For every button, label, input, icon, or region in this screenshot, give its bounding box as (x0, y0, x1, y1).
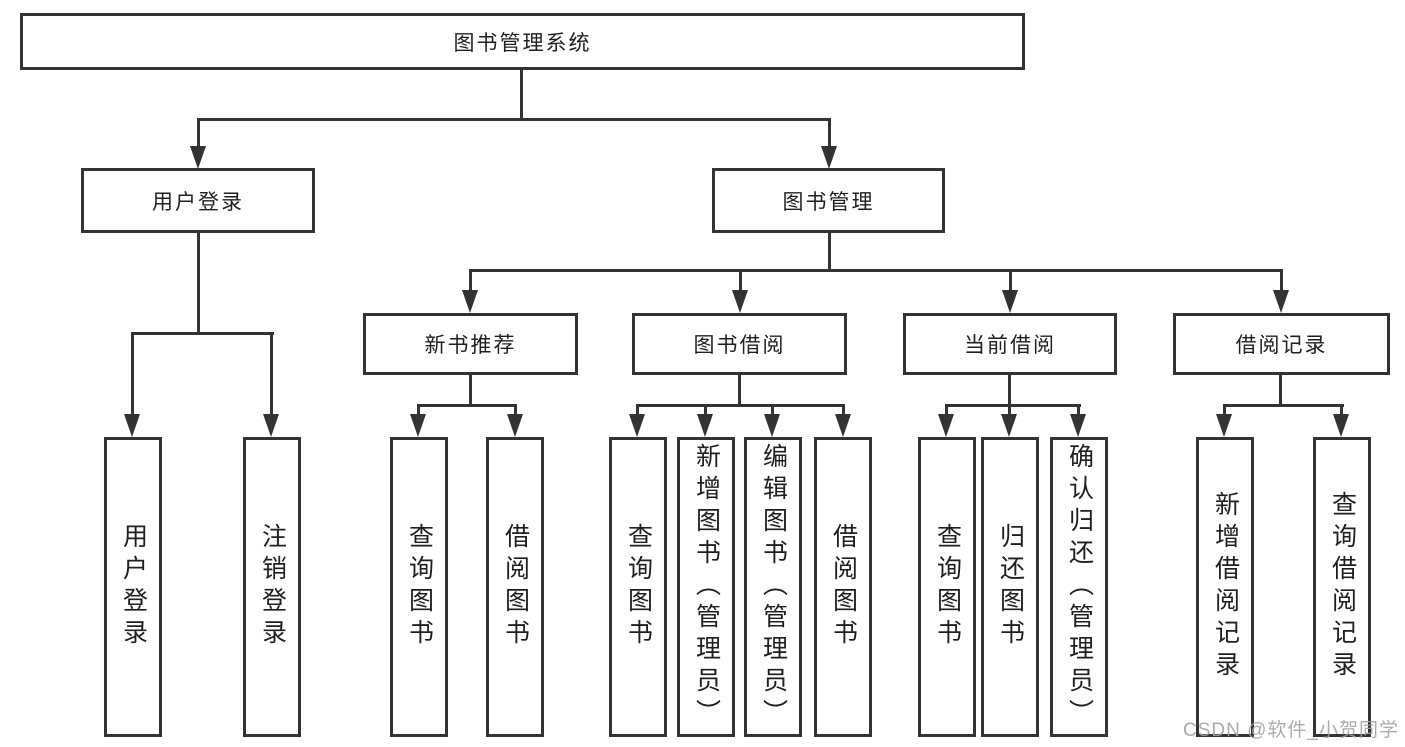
arrow-down-icon (629, 414, 645, 437)
leaf-borrow-books-recommend: 借阅图书 (486, 437, 544, 737)
connector-vline (1009, 269, 1012, 292)
connector-vline (469, 373, 472, 407)
arrow-down-icon (697, 414, 713, 437)
leaf-add-borrow-record: 新增借阅记录 (1196, 437, 1254, 737)
connector-hline (417, 404, 517, 407)
leaf-query-borrow-record: 查询借阅记录 (1313, 437, 1371, 737)
leaf-edit-books-admin: 编辑图书（管理员） (744, 437, 802, 737)
connector-vline (469, 269, 472, 292)
connector-hline (636, 404, 845, 407)
node-book-management: 图书管理 (712, 168, 945, 233)
arrow-down-icon (1333, 414, 1349, 437)
connector-vline (270, 332, 273, 416)
leaf-confirm-return-admin-label: 确认归还（管理员） (1065, 443, 1094, 731)
node-root: 图书管理系统 (20, 13, 1025, 70)
arrow-down-icon (124, 414, 140, 437)
arrow-down-icon (938, 414, 954, 437)
arrow-down-icon (764, 414, 780, 437)
arrow-down-icon (1070, 414, 1086, 437)
connector-hline (131, 332, 274, 335)
node-borrow-records-label: 借阅记录 (1235, 334, 1328, 357)
leaf-return-books-label: 归还图书 (996, 523, 1025, 651)
arrow-down-icon (1002, 290, 1018, 313)
connector-vline (1008, 373, 1011, 407)
connector-vline (1223, 404, 1226, 416)
leaf-confirm-return-admin: 确认归还（管理员） (1050, 437, 1108, 737)
connector-vline (1340, 404, 1343, 416)
leaf-borrow-books: 借阅图书 (814, 437, 872, 737)
arrow-down-icon (263, 414, 279, 437)
leaf-query-books-current: 查询图书 (918, 437, 976, 737)
node-new-book-recommend: 新书推荐 (363, 313, 578, 375)
leaf-add-borrow-record-label: 新增借阅记录 (1211, 491, 1240, 683)
node-book-borrow: 图书借阅 (632, 313, 847, 375)
connector-vline (828, 118, 831, 149)
connector-vline (704, 404, 707, 416)
leaf-query-books-borrow: 查询图书 (609, 437, 667, 737)
connector-vline (1279, 373, 1282, 407)
node-user-login: 用户登录 (81, 168, 315, 233)
arrow-down-icon (1273, 290, 1289, 313)
node-current-borrow-label: 当前借阅 (964, 334, 1056, 357)
leaf-query-books-borrow-label: 查询图书 (624, 523, 653, 651)
connector-vline (197, 230, 200, 334)
connector-vline (828, 230, 831, 272)
leaf-user-login-label: 用户登录 (119, 523, 148, 651)
leaf-borrow-books-label: 借阅图书 (829, 523, 858, 651)
leaf-add-books-admin: 新增图书（管理员） (677, 437, 735, 737)
node-book-management-label: 图书管理 (782, 190, 875, 214)
connector-vline (738, 373, 741, 407)
arrow-down-icon (507, 414, 523, 437)
connector-vline (842, 404, 845, 416)
connector-vline (945, 404, 948, 416)
connector-vline (197, 118, 200, 149)
node-book-borrow-label: 图书借阅 (693, 334, 786, 357)
connector-vline (739, 269, 742, 292)
connector-vline (1008, 404, 1011, 416)
leaf-logout: 注销登录 (243, 437, 301, 737)
node-user-login-label: 用户登录 (152, 190, 244, 214)
connector-vline (520, 68, 523, 121)
leaf-query-books-current-label: 查询图书 (933, 523, 962, 651)
node-new-book-recommend-label: 新书推荐 (424, 334, 517, 357)
leaf-edit-books-admin-label: 编辑图书（管理员） (759, 443, 788, 731)
arrow-down-icon (410, 414, 426, 437)
connector-hline (469, 269, 1283, 272)
arrow-down-icon (190, 146, 206, 169)
arrow-down-icon (732, 290, 748, 313)
connector-hline (197, 118, 831, 121)
arrow-down-icon (835, 414, 851, 437)
node-current-borrow: 当前借阅 (903, 313, 1117, 375)
connector-vline (1280, 269, 1283, 292)
leaf-query-books-recommend-label: 查询图书 (405, 523, 434, 651)
leaf-query-books-recommend: 查询图书 (390, 437, 448, 737)
leaf-query-borrow-record-label: 查询借阅记录 (1328, 491, 1357, 683)
connector-vline (514, 404, 517, 416)
arrow-down-icon (1001, 414, 1017, 437)
connector-vline (1077, 404, 1080, 416)
node-root-label: 图书管理系统 (453, 31, 592, 55)
arrow-down-icon (821, 146, 837, 169)
leaf-add-books-admin-label: 新增图书（管理员） (692, 443, 721, 731)
leaf-borrow-books-recommend-label: 借阅图书 (501, 523, 530, 651)
watermark: CSDN @软件_小贺同学 (1183, 720, 1399, 741)
connector-vline (417, 404, 420, 416)
connector-vline (636, 404, 639, 416)
connector-hline (1223, 404, 1344, 407)
node-borrow-records: 借阅记录 (1173, 313, 1390, 375)
arrow-down-icon (1216, 414, 1232, 437)
connector-hline (945, 404, 1081, 407)
leaf-user-login: 用户登录 (104, 437, 162, 737)
connector-vline (131, 332, 134, 416)
arrow-down-icon (462, 290, 478, 313)
leaf-logout-label: 注销登录 (258, 523, 287, 651)
leaf-return-books: 归还图书 (981, 437, 1039, 737)
connector-vline (771, 404, 774, 416)
